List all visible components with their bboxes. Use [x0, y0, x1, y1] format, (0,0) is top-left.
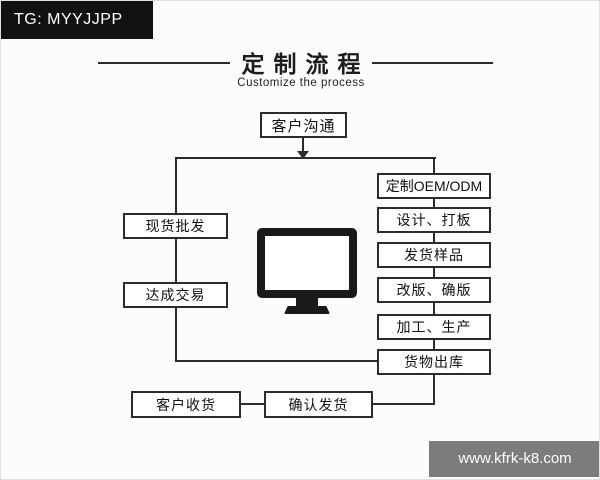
- step-revise-confirm: 改版、确版: [377, 277, 491, 303]
- step-processing-production: 加工、生产: [377, 314, 491, 340]
- step-deal-closed: 达成交易: [123, 282, 228, 308]
- step-customer-receives: 客户收货: [131, 391, 241, 418]
- step-spot-wholesale: 现货批发: [123, 213, 228, 239]
- step-ship-samples: 发货样品: [377, 242, 491, 268]
- connector-start-stem: [302, 138, 304, 152]
- step-goods-outbound: 货物出库: [377, 349, 491, 375]
- monitor-icon: [257, 228, 357, 298]
- step-custom-oem-odm: 定制OEM/ODM: [377, 173, 491, 199]
- step-customer-communication: 客户沟通: [260, 112, 347, 138]
- connector-bottom-left-horizontal: [175, 360, 380, 362]
- telegram-contact-badge: TG: MYYJJPP: [1, 1, 153, 39]
- step-confirm-shipment: 确认发货: [264, 391, 373, 418]
- monitor-stand-base: [284, 306, 330, 314]
- title-rule-left: [98, 62, 230, 64]
- connector-confirm-to-receive: [240, 403, 265, 405]
- title-rule-right: [372, 62, 493, 64]
- website-watermark: www.kfrk-k8.com: [429, 441, 599, 477]
- connector-left-vertical: [175, 157, 177, 362]
- page-subtitle: Customize the process: [237, 77, 365, 89]
- page-title: 定制流程: [241, 51, 370, 77]
- monitor-stand-neck: [296, 297, 318, 306]
- connector-right-to-confirm: [372, 403, 435, 405]
- step-design-proofing: 设计、打板: [377, 207, 491, 233]
- arrow-down-icon: [297, 151, 309, 159]
